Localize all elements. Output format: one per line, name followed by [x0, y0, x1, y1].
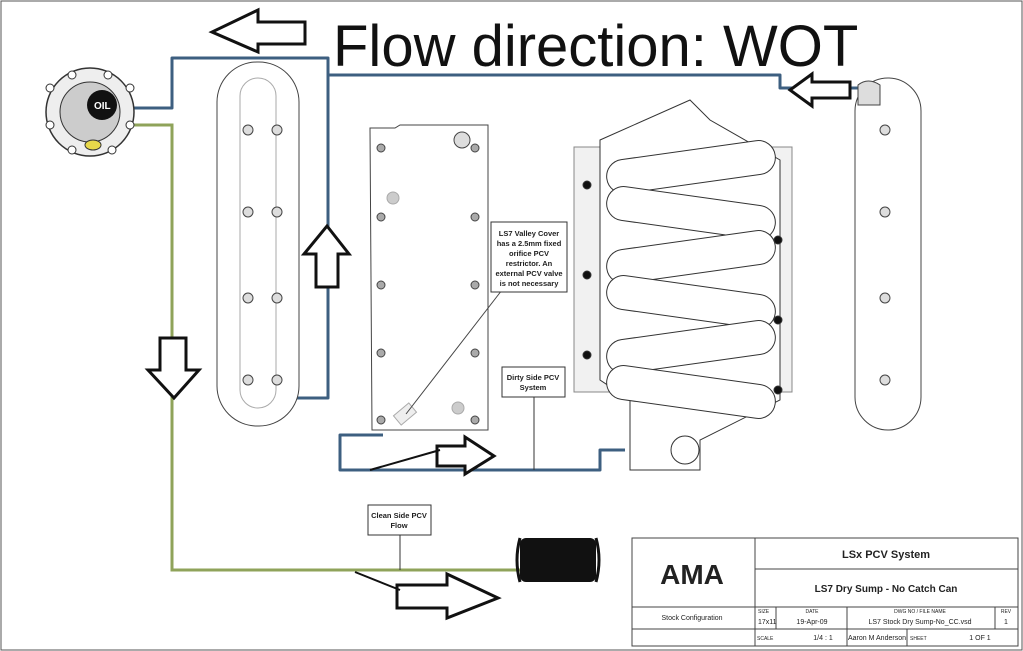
date-value: 19-Apr-09: [796, 619, 827, 626]
valley-cover-callout: LS7 Valley Cover has a 2.5mm fixed orifi…: [490, 221, 568, 293]
rev-value: 1: [1004, 619, 1008, 626]
dwg-label: DWG NO / FILE NAME: [894, 609, 946, 615]
valley-callout-leader: [405, 289, 503, 415]
clean-arrow-pointer: [354, 571, 401, 591]
flow-arrow-right-clean: [395, 571, 502, 621]
drawing-title: LS7 Dry Sump - No Catch Can: [815, 584, 958, 595]
callout-line: LS7 Valley Cover: [499, 229, 560, 238]
sheet-label: SHEET: [910, 636, 927, 642]
sheet-value: 1 OF 1: [969, 635, 991, 642]
breather-filter: [515, 537, 601, 583]
flow-arrow-down: [144, 336, 203, 401]
callout-line: is not necessary: [500, 279, 560, 288]
valley-cover: [369, 124, 489, 431]
dirty-side-callout: Dirty Side PCV System: [501, 366, 566, 470]
configuration: Stock Configuration: [661, 615, 722, 622]
system-name: LSx PCV System: [842, 549, 930, 561]
size-label: SIZE: [758, 609, 770, 615]
scale-value: 1/4 : 1: [813, 635, 833, 642]
callout-line: Clean Side PCV: [371, 511, 427, 520]
callout-line: Dirty Side PCV: [507, 373, 560, 382]
clean-side-callout: Clean Side PCV Flow: [367, 504, 432, 570]
callout-line: Flow: [390, 521, 407, 530]
flow-arrow-right-dirty: [435, 434, 497, 477]
callout-line: external PCV valve: [495, 269, 562, 278]
callout-line: System: [520, 383, 547, 392]
diagram-title: Flow direction: WOT: [333, 14, 858, 79]
company-logo: AMA: [660, 559, 724, 590]
flow-arrow-up: [300, 223, 353, 289]
scale-label: SCALE: [757, 636, 774, 642]
dirty-arrow-pointer: [369, 449, 441, 471]
intake-manifold: [573, 99, 793, 471]
dwg-value: LS7 Stock Dry Sump-No_CC.vsd: [868, 619, 971, 626]
left-valve-cover: [216, 61, 300, 427]
callout-line: restrictor. An: [506, 259, 553, 268]
callout-line: orifice PCV: [509, 249, 549, 258]
right-valve-cover: [854, 77, 922, 431]
oil-fill-cap: OIL: [45, 67, 135, 157]
title-block: [631, 537, 1019, 647]
callout-line: has a 2.5mm fixed: [497, 239, 562, 248]
oil-cap-label: OIL: [94, 101, 111, 112]
size-value: 17x11: [758, 619, 777, 626]
rev-label: REV: [1001, 609, 1012, 615]
flow-arrow-left-right-cover: [787, 71, 852, 109]
date-label: DATE: [806, 609, 820, 615]
flow-arrow-left-top: [208, 7, 307, 55]
author: Aaron M Anderson: [848, 635, 906, 642]
